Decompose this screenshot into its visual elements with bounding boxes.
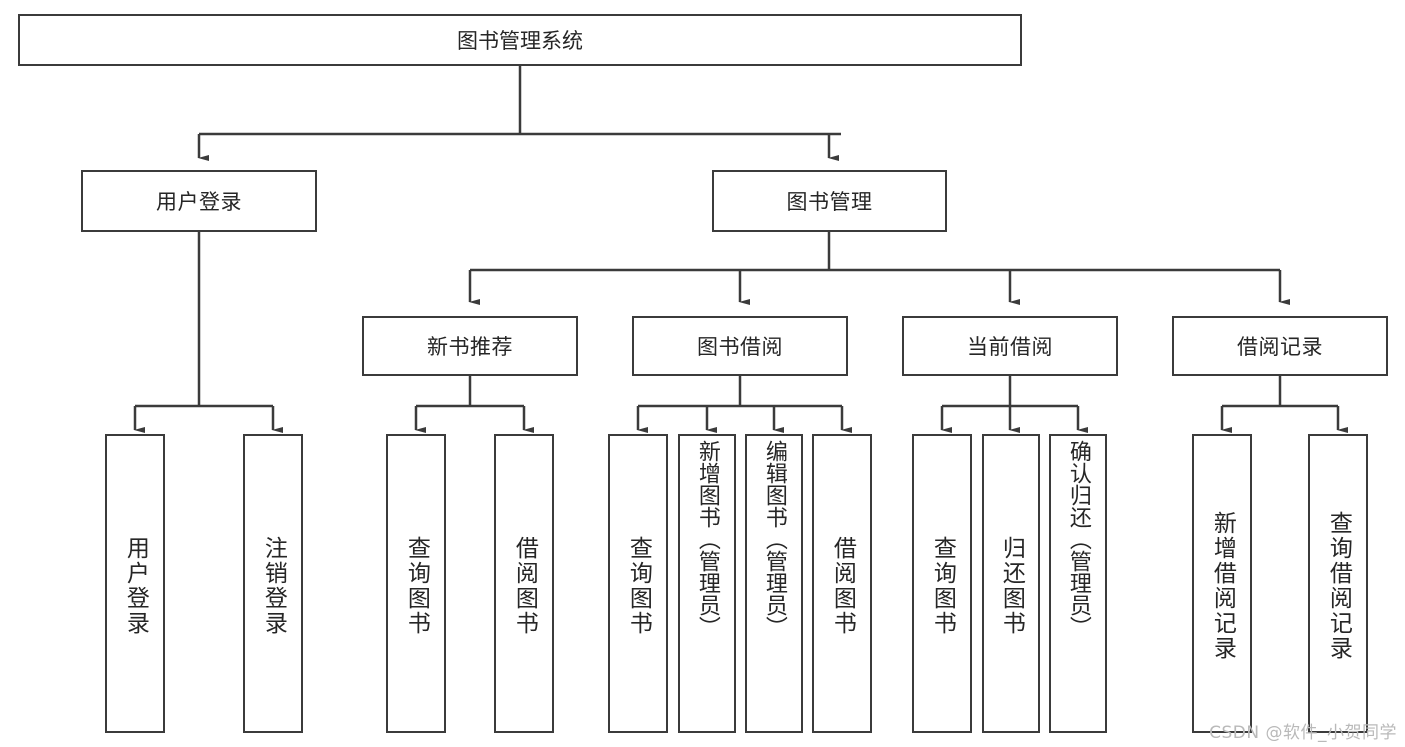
leaf-edit-book[interactable]: 编辑图书（管理员）	[745, 434, 803, 733]
leaf-logout-label: 注销登录	[260, 535, 287, 636]
leaf-confirm-return[interactable]: 确认归还（管理员）	[1049, 434, 1107, 733]
leaf-add-record-label: 新增借阅记录	[1209, 510, 1236, 661]
leaf-query-book-3-label: 查询图书	[929, 535, 956, 636]
node-book-manage-label: 图书管理	[786, 190, 873, 214]
leaf-confirm-return-label: 确认归还（管理员）	[1065, 440, 1091, 638]
leaf-query-record-label: 查询借阅记录	[1325, 510, 1352, 661]
node-borrow-record[interactable]: 借阅记录	[1172, 316, 1388, 376]
leaf-query-record[interactable]: 查询借阅记录	[1308, 434, 1368, 733]
leaf-query-book-1[interactable]: 查询图书	[386, 434, 446, 733]
leaf-user-login[interactable]: 用户登录	[105, 434, 165, 733]
leaf-user-login-label: 用户登录	[122, 535, 149, 636]
node-current-borrow[interactable]: 当前借阅	[902, 316, 1118, 376]
leaf-borrow-book-2[interactable]: 借阅图书	[812, 434, 872, 733]
leaf-borrow-book-1[interactable]: 借阅图书	[494, 434, 554, 733]
node-book-manage[interactable]: 图书管理	[712, 170, 947, 232]
leaf-edit-book-label: 编辑图书（管理员）	[761, 440, 787, 638]
node-new-book-rec-label: 新书推荐	[427, 335, 513, 359]
leaf-borrow-book-1-label: 借阅图书	[511, 535, 538, 636]
leaf-query-book-2[interactable]: 查询图书	[608, 434, 668, 733]
node-user-login-label: 用户登录	[156, 190, 242, 214]
node-book-borrow-label: 图书借阅	[697, 335, 783, 359]
leaf-query-book-1-label: 查询图书	[403, 535, 430, 636]
leaf-logout[interactable]: 注销登录	[243, 434, 303, 733]
leaf-query-book-2-label: 查询图书	[625, 535, 652, 636]
node-borrow-record-label: 借阅记录	[1237, 335, 1323, 359]
node-root-label: 图书管理系统	[457, 29, 583, 53]
leaf-add-record[interactable]: 新增借阅记录	[1192, 434, 1252, 733]
node-current-borrow-label: 当前借阅	[967, 335, 1053, 359]
watermark: CSDN @软件_小贺同学	[1209, 723, 1397, 743]
node-user-login[interactable]: 用户登录	[81, 170, 317, 232]
leaf-add-book[interactable]: 新增图书（管理员）	[678, 434, 736, 733]
node-new-book-rec[interactable]: 新书推荐	[362, 316, 578, 376]
leaf-query-book-3[interactable]: 查询图书	[912, 434, 972, 733]
node-root[interactable]: 图书管理系统	[18, 14, 1022, 66]
leaf-borrow-book-2-label: 借阅图书	[829, 535, 856, 636]
node-book-borrow[interactable]: 图书借阅	[632, 316, 848, 376]
leaf-add-book-label: 新增图书（管理员）	[694, 440, 720, 638]
leaf-return-book-label: 归还图书	[998, 535, 1025, 636]
leaf-return-book[interactable]: 归还图书	[982, 434, 1040, 733]
